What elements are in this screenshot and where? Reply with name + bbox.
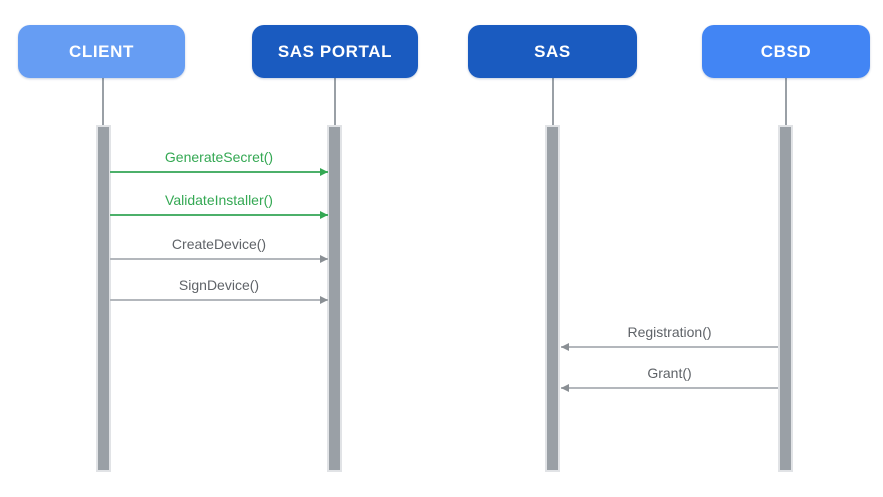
message-arrow-grant (561, 384, 778, 392)
activation-bar-sas (545, 125, 560, 472)
message-label-validate-installer: ValidateInstaller() (165, 192, 273, 208)
actor-box-sas-portal: SAS PORTAL (252, 25, 418, 78)
activation-bar-sas-portal (327, 125, 342, 472)
arrowhead-right-icon (320, 168, 328, 176)
message-label-sign-device: SignDevice() (178, 277, 260, 293)
message-validate-installer: ValidateInstaller() (110, 192, 328, 219)
arrowhead-right-icon (320, 296, 328, 304)
message-arrow-registration (561, 343, 778, 351)
message-label-create-device: CreateDevice() (171, 236, 267, 252)
message-arrow-sign-device (110, 296, 328, 304)
actor-box-client: CLIENT (18, 25, 185, 78)
message-label-grant: Grant() (647, 365, 692, 381)
message-label-registration: Registration() (627, 324, 712, 340)
activation-bar-client (96, 125, 111, 472)
actor-label-client: CLIENT (69, 41, 134, 61)
message-arrow-validate-installer (110, 211, 328, 219)
actor-label-sas-portal: SAS PORTAL (277, 41, 393, 61)
arrowhead-left-icon (561, 343, 569, 351)
arrowhead-left-icon (561, 384, 569, 392)
arrowhead-right-icon (320, 211, 328, 219)
message-grant: Grant() (561, 365, 778, 392)
actor-box-cbsd: CBSD (702, 25, 870, 78)
activation-bar-cbsd (778, 125, 793, 472)
arrowhead-right-icon (320, 255, 328, 263)
message-arrow-create-device (110, 255, 328, 263)
actor-label-cbsd: CBSD (760, 41, 812, 61)
message-sign-device: SignDevice() (110, 277, 328, 304)
message-arrow-generate-secret (110, 168, 328, 176)
message-label-generate-secret: GenerateSecret() (164, 149, 274, 165)
message-registration: Registration() (561, 324, 778, 351)
actor-box-sas: SAS (468, 25, 637, 78)
message-create-device: CreateDevice() (110, 236, 328, 263)
message-generate-secret: GenerateSecret() (110, 149, 328, 176)
actor-label-sas: SAS (534, 41, 571, 61)
